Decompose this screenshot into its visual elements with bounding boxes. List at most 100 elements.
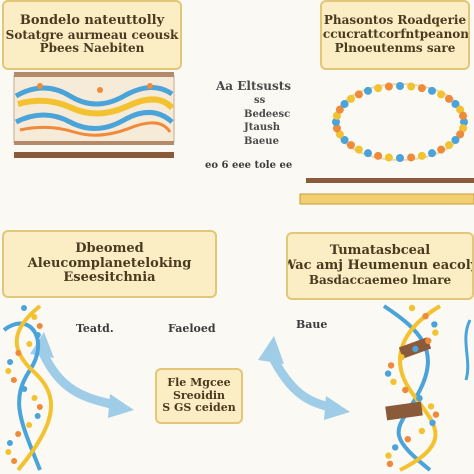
bead	[387, 362, 395, 369]
bead	[404, 436, 412, 443]
bead	[418, 427, 426, 435]
card-line: Sreoidin	[172, 388, 226, 402]
bead	[340, 136, 349, 144]
bead	[36, 404, 43, 410]
note-line: Jtaush	[244, 122, 281, 134]
center-bottom-note: eo 6 eee tole ee	[205, 160, 293, 171]
bead	[386, 460, 394, 467]
bead	[416, 395, 423, 402]
bead	[392, 444, 399, 451]
dna-helix-left	[2, 304, 53, 472]
bead	[451, 100, 460, 108]
card-line: Sotatgre aurmeau ceousk	[5, 27, 179, 42]
bead	[384, 153, 393, 162]
flow-arrows	[30, 332, 350, 420]
membrane-illustration	[13, 72, 175, 158]
bead	[5, 368, 12, 374]
bead	[10, 377, 17, 383]
bead	[364, 86, 372, 95]
bead	[445, 141, 454, 150]
bead	[346, 141, 355, 150]
bead	[26, 341, 33, 347]
bead	[407, 82, 416, 91]
bead	[396, 154, 404, 162]
bead	[432, 411, 440, 418]
note-line: Aa Eltsusts	[216, 79, 292, 93]
bead	[417, 84, 426, 93]
bead	[402, 386, 409, 394]
bead	[332, 124, 341, 133]
bead	[36, 323, 43, 329]
bead	[374, 151, 383, 160]
bead	[445, 94, 454, 103]
bead	[346, 94, 355, 103]
bead	[384, 370, 392, 377]
bead	[459, 124, 468, 133]
card-line: Tumatasbceal	[329, 243, 431, 259]
label-center: Faeloed	[168, 322, 216, 335]
bead	[332, 118, 340, 126]
note-line: ss	[254, 95, 266, 107]
bead	[11, 458, 18, 464]
bead	[428, 149, 436, 158]
note-line: Baeue	[244, 135, 279, 147]
card-line: Eseesitchnia	[63, 270, 156, 286]
bead	[332, 111, 341, 120]
bead	[437, 145, 446, 154]
card-line: Pbees Naebiten	[39, 41, 145, 56]
bead	[432, 329, 439, 336]
dna-helix-right	[382, 304, 442, 472]
bead-ring-illustration	[299, 82, 474, 205]
bead	[6, 440, 13, 446]
bead	[396, 82, 404, 90]
label-left: Teatd.	[76, 322, 114, 335]
bead	[15, 350, 22, 356]
bead	[422, 313, 429, 320]
bead	[335, 130, 344, 139]
bead	[390, 378, 397, 385]
label-right: Baue	[296, 318, 328, 331]
bead	[456, 105, 465, 114]
bead	[459, 111, 468, 120]
card-line: Sccucrattcorfntpeanons	[320, 27, 470, 42]
bead	[31, 314, 38, 320]
card-line: Dbeomed	[75, 240, 144, 256]
bead	[31, 395, 38, 401]
card-top-left: Bondelo nateuttolly Sotatgre aurmeau ceo…	[2, 0, 182, 70]
bead	[34, 332, 41, 338]
card-line: Basdaccaemeo lmare	[308, 273, 452, 288]
bead	[335, 105, 344, 114]
bead	[412, 345, 419, 353]
bead	[429, 419, 436, 426]
bead	[7, 359, 14, 365]
bead	[364, 149, 372, 158]
bead	[431, 321, 438, 328]
bead	[427, 403, 435, 410]
note-line: Bedeesc	[244, 108, 291, 120]
bead	[384, 82, 393, 91]
bead	[425, 337, 432, 344]
bead	[460, 118, 468, 126]
bead	[354, 145, 363, 154]
card-line: Wac amj Heumenun eacoly	[286, 258, 474, 274]
bead	[354, 90, 363, 99]
bead	[417, 151, 426, 160]
card-bottom-center: Fle Mgcee Sreoidin S GS ceiden	[155, 368, 243, 424]
card-line: Plnoeutenms sare	[334, 40, 456, 55]
card-line: Aleucomplaneteloking	[27, 255, 192, 271]
bead	[451, 136, 460, 144]
bead	[407, 153, 416, 162]
bead	[428, 86, 436, 95]
bead	[398, 354, 405, 361]
card-mid-right: Tumatasbceal Wac amj Heumenun eacoly Bas…	[286, 232, 474, 300]
bead	[374, 84, 383, 93]
bead	[15, 431, 22, 437]
bead	[21, 386, 28, 392]
center-note-block: Aa Eltsusts ss Bedeesc Jtaush Baeue	[216, 78, 291, 148]
bead	[408, 304, 416, 312]
card-line: Phasontos Roadqerie	[323, 13, 467, 28]
bead	[21, 305, 27, 311]
bead	[385, 452, 392, 459]
bead	[456, 130, 465, 139]
